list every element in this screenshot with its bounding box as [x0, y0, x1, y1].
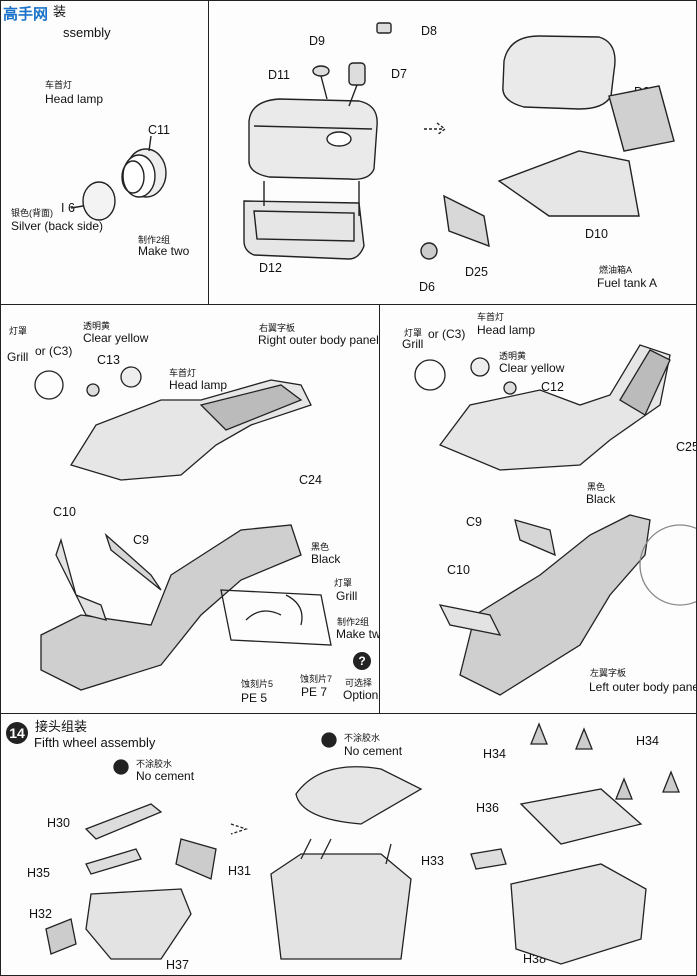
part-c12: C12	[541, 380, 564, 394]
option-icon: ?	[353, 652, 371, 670]
no-cement-cn-1: 不涂胶水	[136, 759, 173, 769]
right-panel-en: Right outer body panel	[258, 333, 379, 347]
part-i6: I 6	[61, 201, 75, 215]
inset-make-two-en: Make two	[336, 627, 380, 641]
part-h34-right: H34	[636, 734, 659, 748]
black-en-d: Black	[586, 492, 616, 506]
fuel-tank-label-en: Fuel tank A	[597, 276, 658, 290]
part-c25: C25	[676, 440, 697, 454]
no-cement-en-1: No cement	[136, 769, 195, 783]
option-en: Option	[343, 688, 379, 702]
part-c9: C9	[133, 533, 149, 547]
part-h34-left: H34	[483, 747, 506, 761]
headlamp-en: Head lamp	[169, 378, 228, 392]
fuel-tank-drawing	[243, 22, 675, 260]
panel-right-body: 灯罩 Grill or (C3) 透明黄 Clear yellow C13 车首…	[0, 304, 380, 714]
headlamp-label-cn: 车首灯	[45, 80, 73, 90]
step-title-suffix-cn: 装	[53, 4, 67, 19]
pe7-en: PE 7	[301, 685, 328, 699]
part-c24: C24	[299, 473, 322, 487]
grill-cn-d: 灯罩	[404, 328, 423, 338]
part-c13: C13	[97, 353, 120, 367]
part-c10-d: C10	[447, 563, 470, 577]
pe5-en: PE 5	[241, 691, 268, 705]
black-cn: 黑色	[311, 542, 330, 552]
panel-left-body: 车首灯 Head lamp 灯罩 Grill or (C3) 透明黄 Clear…	[379, 304, 697, 714]
grill-en-d: Grill	[402, 337, 424, 351]
or-c3-d: or (C3)	[428, 327, 466, 341]
inset-grill-cn: 灯罩	[334, 578, 353, 588]
no-cement-en-2: No cement	[344, 744, 403, 758]
part-d9: D9	[309, 34, 325, 48]
part-d12: D12	[259, 261, 282, 275]
clear-yellow-cn-d: 透明黄	[499, 351, 527, 361]
headlamp-cn: 车首灯	[169, 368, 197, 378]
part-d10: D10	[585, 227, 608, 241]
fifth-wheel-title-en: Fifth wheel assembly	[34, 735, 156, 750]
clear-yellow-cn: 透明黄	[83, 321, 111, 331]
clear-yellow-en-d: Clear yellow	[499, 361, 565, 375]
panel-fifth-wheel: 14 接头组装 Fifth wheel assembly 不涂胶水 No cem…	[0, 713, 697, 976]
part-c11: C11	[148, 123, 171, 137]
no-cement-cn-2: 不涂胶水	[344, 733, 381, 743]
fuel-tank-label-cn: 燃油箱A	[599, 265, 633, 275]
part-h37: H37	[166, 958, 189, 972]
silver-label-cn: 银色(背面)	[11, 208, 53, 218]
no-cement-icon-1	[113, 759, 129, 775]
silver-label-en: Silver (back side)	[11, 219, 104, 233]
part-d6: D6	[419, 280, 435, 294]
headlamp-cn-d: 车首灯	[477, 312, 505, 322]
headlamp-drawing	[70, 135, 167, 221]
headlamp-label-en: Head lamp	[45, 92, 104, 106]
part-d7: D7	[391, 67, 407, 81]
grill-en: Grill	[7, 350, 29, 364]
watermark-logo: 高手网	[3, 6, 49, 23]
right-panel-cn: 右翼字板	[259, 323, 296, 333]
part-h31: H31	[228, 864, 251, 878]
part-d25: D25	[465, 265, 488, 279]
black-cn-d: 黑色	[587, 482, 606, 492]
left-panel-cn: 左翼字板	[590, 668, 627, 678]
pe5-cn: 蚀刻片5	[241, 679, 274, 689]
panel-fuel-tank: D8 D9 D7 D11 D12 D26 D10 D25 D6 燃油箱A Fue…	[208, 0, 697, 305]
fifth-wheel-drawing	[45, 722, 680, 965]
step-title-en: ssembly	[63, 25, 111, 40]
panel-headlamp-assembly: 高手网 装 ssembly 车首灯 Head lamp C11 I 6 银色(背…	[0, 0, 209, 305]
part-h36: H36	[476, 801, 499, 815]
no-cement-icon-2	[321, 732, 337, 748]
left-panel-en: Left outer body panel	[589, 680, 697, 694]
part-c10: C10	[53, 505, 76, 519]
fifth-wheel-title-cn: 接头组装	[35, 719, 88, 734]
headlamp-en-d: Head lamp	[477, 323, 536, 337]
part-d11: D11	[268, 68, 291, 82]
or-c3: or (C3)	[35, 344, 73, 358]
part-h35: H35	[27, 866, 50, 880]
part-h33: H33	[421, 854, 444, 868]
part-h30: H30	[47, 816, 70, 830]
pe7-cn: 蚀刻片7	[300, 674, 333, 684]
right-body-drawing	[34, 366, 332, 691]
option-cn: 可选择	[345, 678, 373, 688]
left-body-drawing	[414, 344, 696, 696]
make-two-en: Make two	[138, 244, 190, 258]
black-en: Black	[311, 552, 341, 566]
part-c9-d: C9	[466, 515, 482, 529]
inset-grill-en: Grill	[336, 589, 358, 603]
part-h32: H32	[29, 907, 52, 921]
step-number-badge: 14	[6, 722, 28, 744]
grill-cn: 灯罩	[9, 326, 28, 336]
inset-make-two-cn: 制作2组	[337, 617, 370, 627]
clear-yellow-en: Clear yellow	[83, 331, 149, 345]
make-two-cn: 制作2组	[138, 235, 171, 245]
part-d8: D8	[421, 24, 437, 38]
